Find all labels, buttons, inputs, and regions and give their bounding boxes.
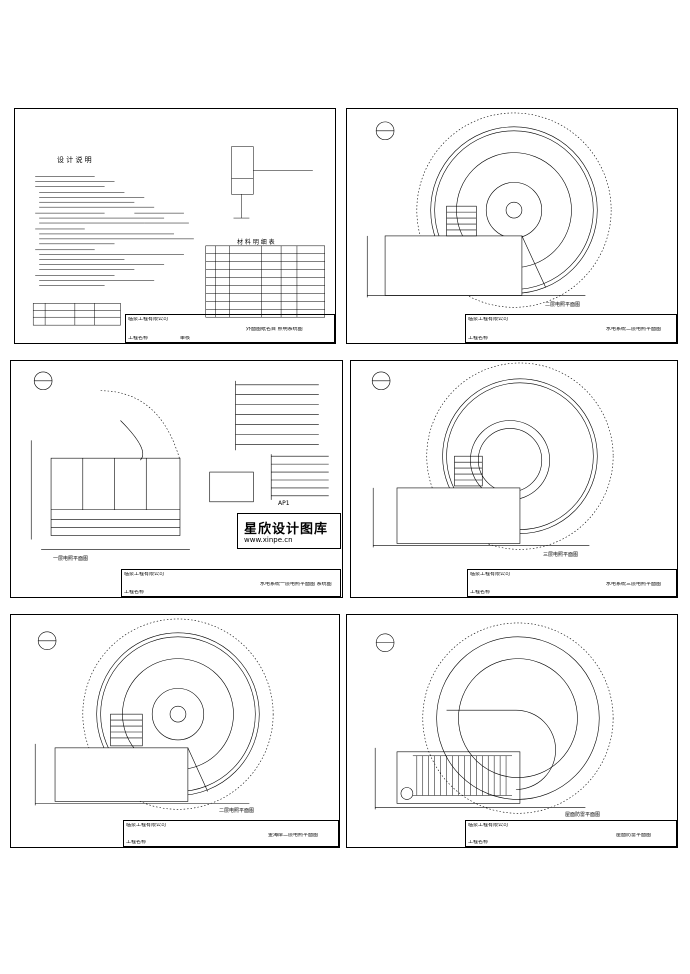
plan-2f-b-drawing bbox=[34, 618, 274, 810]
title-block-field: 工程名称 bbox=[124, 590, 145, 595]
system-diagram-lines bbox=[235, 380, 329, 500]
title-block: 临泉工程有限公司 水电系统三层电照平面图 工程名称 bbox=[467, 569, 677, 597]
plan-label: 屋面防雷平面图 bbox=[565, 812, 601, 818]
title-block: 临泉工程有限公司 外面图纸名目 照明系统图 工程名称 审核 bbox=[125, 314, 335, 343]
sheet-plan-1f[interactable]: AP1 星欣设计图库 www.xinpe.cn 一层电照平面图 临泉工程有限公司… bbox=[10, 360, 343, 598]
title-block: 临泉工程有限公司 金海岸二层电照平面图 工程名称 bbox=[123, 820, 339, 847]
sheet-plan-2f-b[interactable]: 二层电照平面图 临泉工程有限公司 金海岸二层电照平面图 工程名称 bbox=[10, 614, 340, 848]
plan-label: 一层电照平面图 bbox=[53, 556, 89, 562]
plan-label: 二层电照平面图 bbox=[219, 808, 255, 814]
title-block-project: 临泉工程有限公司 bbox=[468, 317, 509, 322]
title-block: 临泉工程有限公司 水电系统一层电照平面图 系统图 工程名称 bbox=[121, 569, 341, 597]
title-block-project: 临泉工程有限公司 bbox=[468, 823, 509, 828]
title-block: 临泉工程有限公司 屋面防雷平面图 工程名称 bbox=[465, 820, 677, 847]
plan-label: 三层电照平面图 bbox=[543, 552, 579, 558]
title-block: 临泉工程有限公司 水电系统二层电照平面图 工程名称 bbox=[465, 314, 677, 343]
materials-table-title: 材 料 明 细 表 bbox=[237, 239, 275, 246]
title-block-drawing: 水电系统三层电照平面图 bbox=[606, 582, 662, 587]
title-block-field: 工程名称 bbox=[128, 336, 149, 341]
outer-grid-ring bbox=[82, 618, 274, 810]
plan-label: 二层电照平面图 bbox=[545, 302, 581, 308]
title-block-project: 临泉工程有限公司 bbox=[128, 317, 169, 322]
sheet-plan-3f[interactable]: 三层电照平面图 临泉工程有限公司 水电系统三层电照平面图 工程名称 bbox=[350, 360, 678, 598]
title-block-drawing: 外面图纸名目 照明系统图 bbox=[246, 327, 303, 332]
sheet-plan-2f[interactable]: 二层电照平面图 临泉工程有限公司 水电系统二层电照平面图 工程名称 bbox=[346, 108, 678, 344]
watermark-stamp: AP1 星欣设计图库 www.xinpe.cn bbox=[237, 500, 341, 549]
title-block-drawing: 金海岸二层电照平面图 bbox=[268, 833, 319, 838]
title-block-project: 临泉工程有限公司 bbox=[124, 572, 165, 577]
notes-lines bbox=[35, 176, 194, 286]
sheet-design-notes[interactable]: 设 计 说 明 材 料 明 细 表 临泉工程有限公司 外面图纸名目 照明系统图 … bbox=[14, 108, 336, 344]
plan-3f-drawing bbox=[371, 362, 614, 550]
north-arrow-icon bbox=[375, 121, 395, 141]
title-block-project: 临泉工程有限公司 bbox=[126, 823, 167, 828]
outer-grid-ring bbox=[416, 112, 612, 308]
plan-1f-drawing bbox=[30, 371, 329, 550]
stamp-brand: 星欣设计图库 bbox=[244, 522, 329, 537]
title-block-drawing: 水电系统一层电照平面图 系统图 bbox=[260, 582, 332, 587]
title-block-field: 审核 bbox=[180, 336, 191, 341]
outer-grid-ring bbox=[422, 622, 614, 814]
title-block-field: 工程名称 bbox=[126, 840, 147, 845]
title-block-project: 临泉工程有限公司 bbox=[470, 572, 511, 577]
title-block-field: 工程名称 bbox=[468, 336, 489, 341]
title-block-field: 工程名称 bbox=[470, 590, 491, 595]
sheet-plan-roof[interactable]: 屋面防雷平面图 临泉工程有限公司 屋面防雷平面图 工程名称 bbox=[346, 614, 678, 848]
title-block-drawing: 水电系统二层电照平面图 bbox=[606, 327, 662, 332]
design-notes-heading: 设 计 说 明 bbox=[57, 156, 92, 164]
stamp-tag: AP1 bbox=[278, 500, 290, 507]
plan-2f-drawing bbox=[366, 112, 612, 308]
stamp-url: www.xinpe.cn bbox=[244, 536, 293, 544]
design-notes-drawing bbox=[32, 146, 325, 326]
title-block-field: 工程名称 bbox=[468, 840, 489, 845]
plan-roof-drawing bbox=[374, 622, 614, 814]
title-block-drawing: 屋面防雷平面图 bbox=[616, 833, 652, 838]
